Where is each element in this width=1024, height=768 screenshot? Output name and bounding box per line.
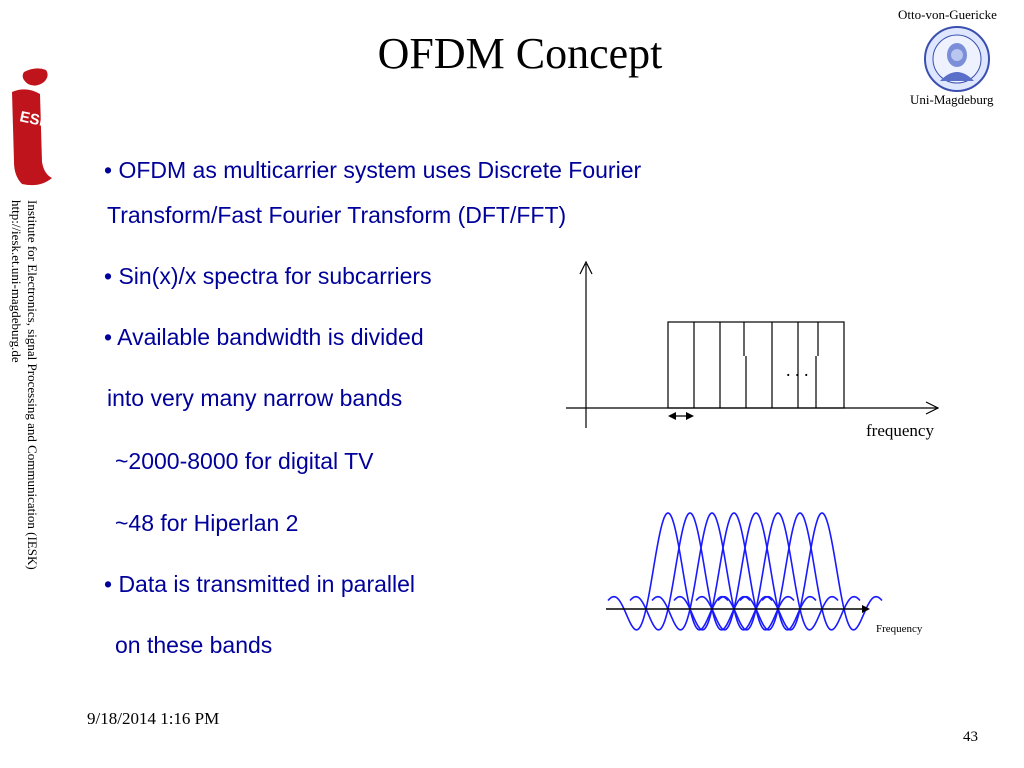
subcarrier-curve	[717, 512, 839, 631]
bullet-line: on these bands	[115, 632, 273, 658]
band-division-diagram: . . . frequency	[566, 260, 940, 440]
y-axis-arrow	[579, 260, 593, 275]
bullet-line: Transform/Fast Fourier Transform (DFT/FF…	[107, 202, 567, 228]
university-name-bottom: Uni-Magdeburg	[910, 92, 994, 107]
subcarrier-curves	[607, 512, 883, 631]
x-axis-arrow	[925, 401, 940, 415]
subcarrier-curve	[695, 512, 817, 631]
esk-logo-icon: ESK	[12, 68, 52, 186]
sidebar-institute: Institute for Electronics, signal Proces…	[25, 200, 40, 570]
subcarrier-curve	[651, 512, 773, 631]
sidebar-vertical-text: Institute for Electronics, signal Proces…	[8, 200, 40, 570]
bullet-line: • Available bandwidth is divided	[104, 324, 424, 350]
bullet-line: ~48 for Hiperlan 2	[115, 510, 299, 536]
subcarrier-curve	[673, 512, 795, 631]
subcarrier-curve	[607, 512, 729, 631]
subcarrier-spectrum-diagram: Frequency	[606, 512, 923, 635]
band-ellipsis: . . .	[786, 360, 809, 380]
bullet-line: into very many narrow bands	[107, 385, 403, 411]
university-seal-icon	[924, 26, 990, 92]
bullet-line: • OFDM as multicarrier system uses Discr…	[104, 157, 642, 183]
bullet-line: • Sin(x)/x spectra for subcarriers	[104, 263, 432, 289]
subcarrier-curve	[629, 512, 751, 631]
university-name-top: Otto-von-Guericke	[898, 7, 997, 22]
subcarrier-curve	[739, 512, 861, 631]
slide-title: OFDM Concept	[377, 29, 663, 78]
frequency-axis-label: frequency	[866, 421, 934, 440]
slide-date: 9/18/2014 1:16 PM	[87, 709, 220, 728]
subcarrier-curve	[761, 512, 883, 631]
spectrum-axis-label: Frequency	[876, 623, 923, 635]
band-block	[667, 321, 845, 409]
page-number: 43	[963, 729, 978, 745]
logo-text: ESK	[18, 108, 52, 131]
sidebar-url: http://iesk.et.uni-magdeburg.de	[9, 200, 24, 363]
bullet-line: • Data is transmitted in parallel	[104, 571, 416, 597]
bullet-line: ~2000-8000 for digital TV	[115, 448, 374, 474]
